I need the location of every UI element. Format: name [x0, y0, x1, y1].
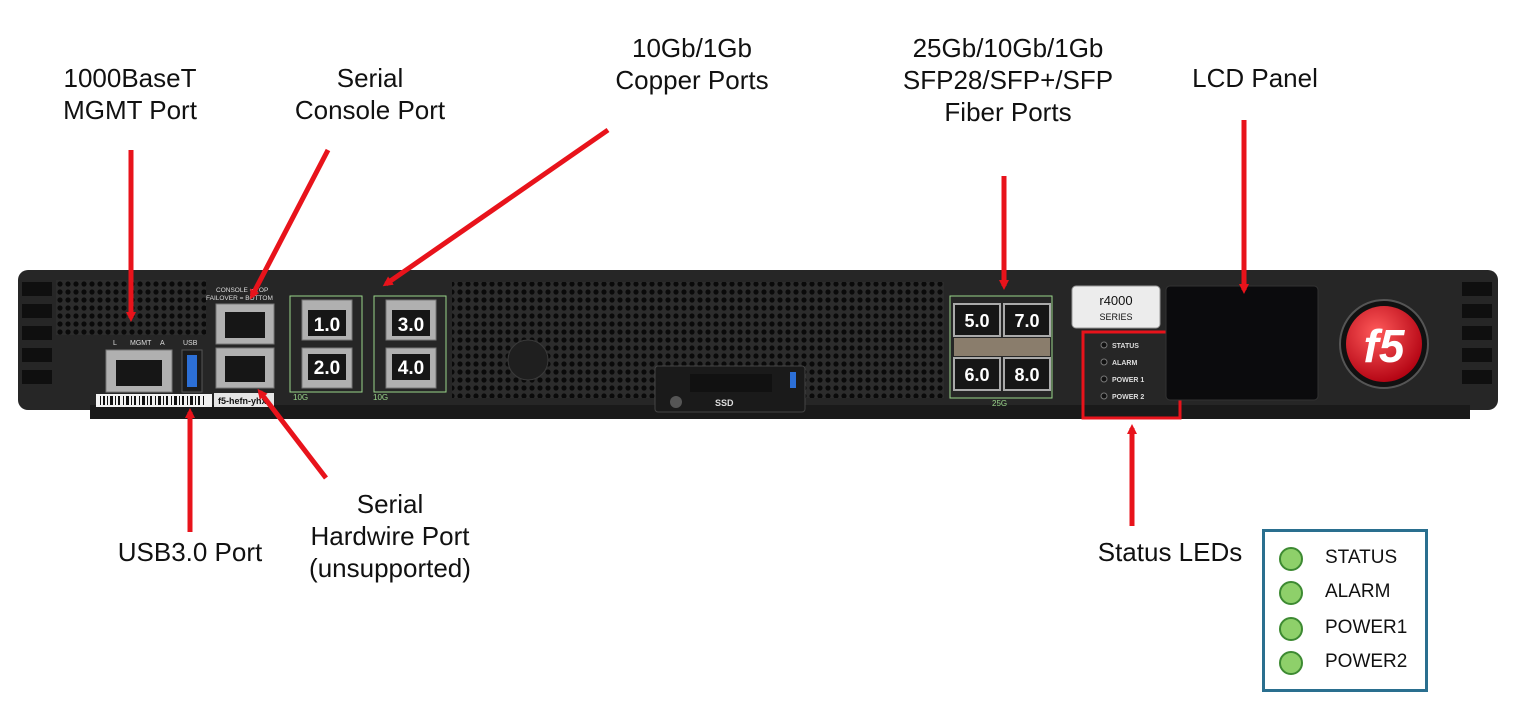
- arrow-copper: [382, 127, 610, 287]
- callout-arrows: [126, 120, 1249, 532]
- copper-port-3-0-socket: [392, 310, 430, 336]
- speed-label-25g: 25G: [992, 399, 1007, 408]
- fiber-port-8-0[interactable]: [1003, 357, 1051, 391]
- ssd-latch: [690, 374, 772, 392]
- fiber-port-label: 8.0: [1014, 365, 1039, 385]
- screw-center: [507, 339, 549, 381]
- console-port-socket: [225, 312, 265, 338]
- right-vents: [1462, 282, 1492, 384]
- svg-text:f5: f5: [1364, 320, 1406, 372]
- copper-ports-group-1: 10G: [289, 295, 363, 402]
- ssd-release-tab: [790, 372, 796, 388]
- speed-label-10g-b: 10G: [373, 393, 388, 402]
- fiber-port-cages: [954, 338, 1050, 356]
- legend-label: POWER2: [1325, 651, 1408, 672]
- usb-label: USB: [183, 340, 198, 347]
- fiber-ports-group: 25G: [949, 295, 1053, 408]
- lcd-panel[interactable]: [1165, 285, 1319, 401]
- mgmt-l-label: L: [113, 340, 117, 347]
- speed-label-10g-a: 10G: [293, 393, 308, 402]
- console-top-label: CONSOLE = TOP: [216, 287, 268, 294]
- copper-port-label: 4.0: [398, 358, 424, 379]
- callout-lcd-panel: LCD Panel: [1192, 63, 1318, 93]
- usb-port-insert: [187, 355, 197, 387]
- panel-led-status: STATUS: [1100, 341, 1139, 350]
- led-legend: STATUS ALARM POWER1 POWER2: [1262, 529, 1428, 692]
- console-bottom-label: FAILOVER = BOTTOM: [206, 295, 273, 302]
- mgmt-port-socket: [116, 360, 162, 386]
- fiber-port-7-0[interactable]: [1003, 303, 1051, 337]
- fiber-port-label: 6.0: [964, 365, 989, 385]
- fiber-port-label: 7.0: [1014, 311, 1039, 331]
- legend-label: ALARM: [1325, 581, 1391, 602]
- copper-ports-group-2: 10G: [373, 295, 447, 402]
- led-green-icon: [1279, 581, 1303, 605]
- fiber-port-6-0[interactable]: [953, 357, 1001, 391]
- svg-text:POWER 2: POWER 2: [1112, 394, 1144, 401]
- copper-port-label: 1.0: [314, 315, 340, 336]
- svg-text:STATUS: STATUS: [1112, 343, 1139, 350]
- model-badge: [1071, 285, 1161, 329]
- ssd-screw: [670, 396, 682, 408]
- mgmt-label: MGMT: [130, 340, 152, 347]
- led-green-icon: [1279, 547, 1303, 571]
- f5-logo: f5: [1339, 299, 1429, 389]
- svg-text:POWER 1: POWER 1: [1112, 377, 1144, 384]
- model-name: r4000: [1099, 293, 1132, 308]
- arrow-hardwire: [257, 388, 328, 480]
- callout-status-leds: Status LEDs: [1097, 537, 1243, 567]
- copper-port-label: 2.0: [314, 358, 340, 379]
- barcode-label: [96, 394, 212, 407]
- svg-text:ALARM: ALARM: [1112, 360, 1137, 367]
- left-vents: [22, 282, 52, 384]
- fiber-port-5-0[interactable]: [953, 303, 1001, 337]
- copper-port-1-0-socket: [308, 310, 346, 336]
- mgmt-a-label: A: [160, 340, 165, 347]
- copper-port-2-0-socket: [308, 354, 346, 380]
- led-green-icon: [1279, 617, 1303, 641]
- panel-led-power2: POWER 2: [1100, 392, 1144, 401]
- copper-port-label: 3.0: [398, 315, 424, 336]
- led-green-icon: [1279, 651, 1303, 675]
- hostname-label: f5-hefn-yhx: [218, 396, 267, 406]
- legend-label: POWER1: [1325, 617, 1408, 638]
- panel-led-power1: POWER 1: [1100, 375, 1144, 384]
- ssd-label: SSD: [715, 398, 734, 408]
- fiber-port-label: 5.0: [964, 311, 989, 331]
- legend-label: STATUS: [1325, 547, 1398, 568]
- panel-led-alarm: ALARM: [1100, 358, 1137, 367]
- hardwire-port-socket: [225, 356, 265, 382]
- callout-usb-port: USB3.0 Port: [117, 537, 263, 567]
- arrow-console: [249, 148, 331, 300]
- copper-port-4-0-socket: [392, 354, 430, 380]
- model-series: SERIES: [1099, 312, 1132, 322]
